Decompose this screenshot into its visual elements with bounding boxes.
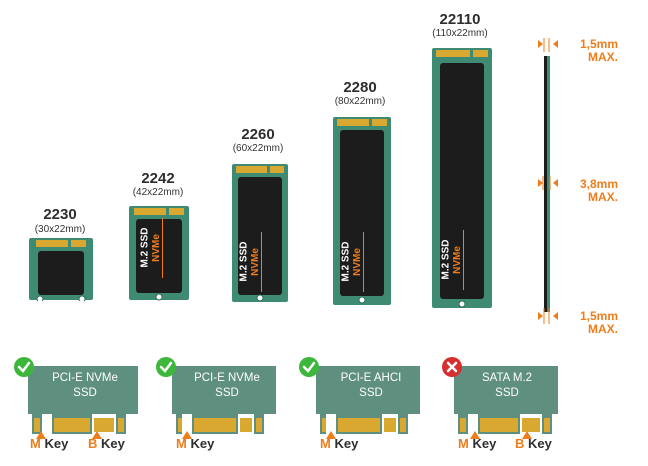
key-letter: M [30,436,41,451]
check-icon [156,357,176,377]
size-dims-2242: (42x22mm) [132,187,184,198]
key-letter: M [458,436,469,451]
cross-icon [442,357,462,377]
size-dims-2260: (60x22mm) [232,143,284,154]
key-word: Key [334,436,359,451]
arrow-up-icon [522,426,532,444]
ssd-label-2242: M.2 SSD [139,227,151,268]
size-dims-2230: (30x22mm) [34,224,86,235]
key-word: Key [528,436,552,451]
ssd-side-profile [538,38,558,324]
check-icon [14,357,34,377]
key-word: Key [472,436,497,451]
ssd-label-2260: M.2 SSD [238,241,250,282]
ssd-label-2280: M.2 SSD [340,241,352,282]
interface-1-line1: PCI-E NVMe [52,372,118,384]
interface-2-line1: PCI-E NVMe [194,372,260,384]
key-label-b-4: B Key [515,436,552,451]
key-letter: M [320,436,331,451]
interface-4-line1: SATA M.2 [481,372,533,384]
interface-1-text: PCI-E NVMe SSD [30,371,140,401]
key-letter: B [88,436,98,451]
ssd-nvme-22110: NVMe [452,230,464,290]
thickness-middle-value: 3,8mm [579,177,618,191]
interface-1-line2: SSD [73,387,97,399]
thickness-bottom-value: 1,5mm [579,309,618,323]
ssd-nvme-2280: NVMe [352,232,364,292]
key-label-m-1: M Key [30,436,68,451]
ssd-label-22110: M.2 SSD [440,239,452,280]
ssd-nvme-2242: NVMe [151,218,163,278]
size-dims-22110: (110x22mm) [432,28,488,39]
ssd-2260 [232,164,288,302]
key-letter: B [515,436,525,451]
ssd-2230 [29,238,93,301]
key-label-m-3: M Key [320,436,358,451]
key-label-b-1: B Key [88,436,125,451]
interface-2-line2: SSD [215,387,239,399]
key-label-m-2: M Key [176,436,214,451]
check-icon [299,357,319,377]
interface-card-nvme-mb [28,366,138,434]
thickness-top-value: 1,5mm [579,37,618,51]
thickness-top: 1,5mm MAX. [562,38,618,64]
thickness-bottom-unit: MAX. [588,322,618,336]
key-word: Key [101,436,125,451]
thickness-bottom: 1,5mm MAX. [562,310,618,336]
ssd-2280 [333,117,391,305]
key-word: Key [44,436,69,451]
interface-3-line2: SSD [359,387,383,399]
size-title-2242: 2242 [141,170,175,187]
arrow-up-icon [36,426,46,444]
size-dims-2280: (80x22mm) [334,96,386,107]
ssd-nvme-2260: NVMe [250,232,262,292]
thickness-middle: 3,8mm MAX. [562,178,618,204]
thickness-middle-unit: MAX. [588,190,618,204]
interface-card-nvme-m [172,366,276,434]
ssd-22110 [432,48,492,308]
key-word: Key [190,436,215,451]
arrow-up-icon [92,426,102,444]
interface-3-line1: PCI-E AHCI [340,372,402,384]
arrow-up-icon [326,426,336,444]
interface-2-text: PCI-E NVMe SSD [172,371,282,401]
size-title-22110: 22110 [439,11,481,28]
arrow-up-icon [470,426,480,444]
arrow-up-icon [182,426,192,444]
interface-3-text: PCI-E AHCI SSD [316,371,426,401]
ssd-2242 [129,206,189,301]
interface-card-sata-mb [454,366,558,434]
size-title-2260: 2260 [241,126,275,143]
interface-4-text: SATA M.2 SSD [452,371,562,401]
size-title-2280: 2280 [343,79,377,96]
size-title-2230: 2230 [43,206,77,223]
thickness-top-unit: MAX. [588,50,618,64]
key-letter: M [176,436,187,451]
key-label-m-4: M Key [458,436,496,451]
interface-4-line2: SSD [495,387,519,399]
interface-card-ahci-m [316,366,420,434]
